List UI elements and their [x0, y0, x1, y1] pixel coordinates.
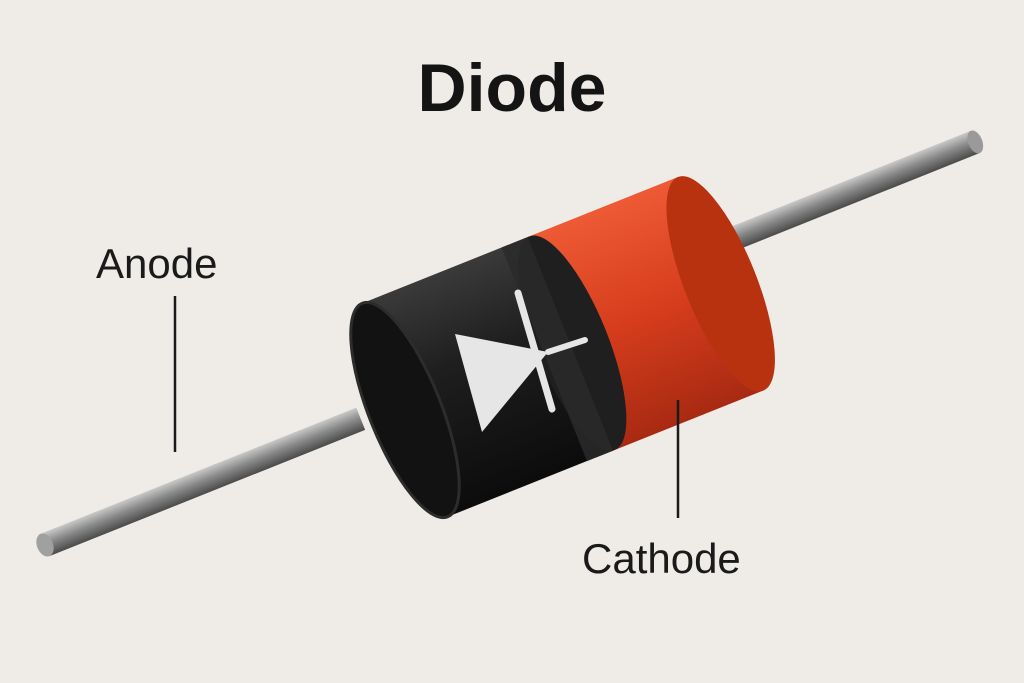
anode-lead-end — [36, 533, 54, 557]
anode-end-cap — [350, 302, 460, 518]
page-title: Diode — [417, 50, 607, 126]
cathode-band-end — [666, 176, 775, 392]
cathode-lead — [675, 130, 980, 272]
anode-label: Anode — [96, 240, 218, 287]
cathode-lead-end — [967, 130, 984, 154]
anode-lead — [40, 407, 366, 557]
diode-symbol-icon — [455, 289, 588, 432]
anode-end-cap-rim — [349, 300, 461, 520]
cathode-label: Cathode — [582, 535, 741, 582]
